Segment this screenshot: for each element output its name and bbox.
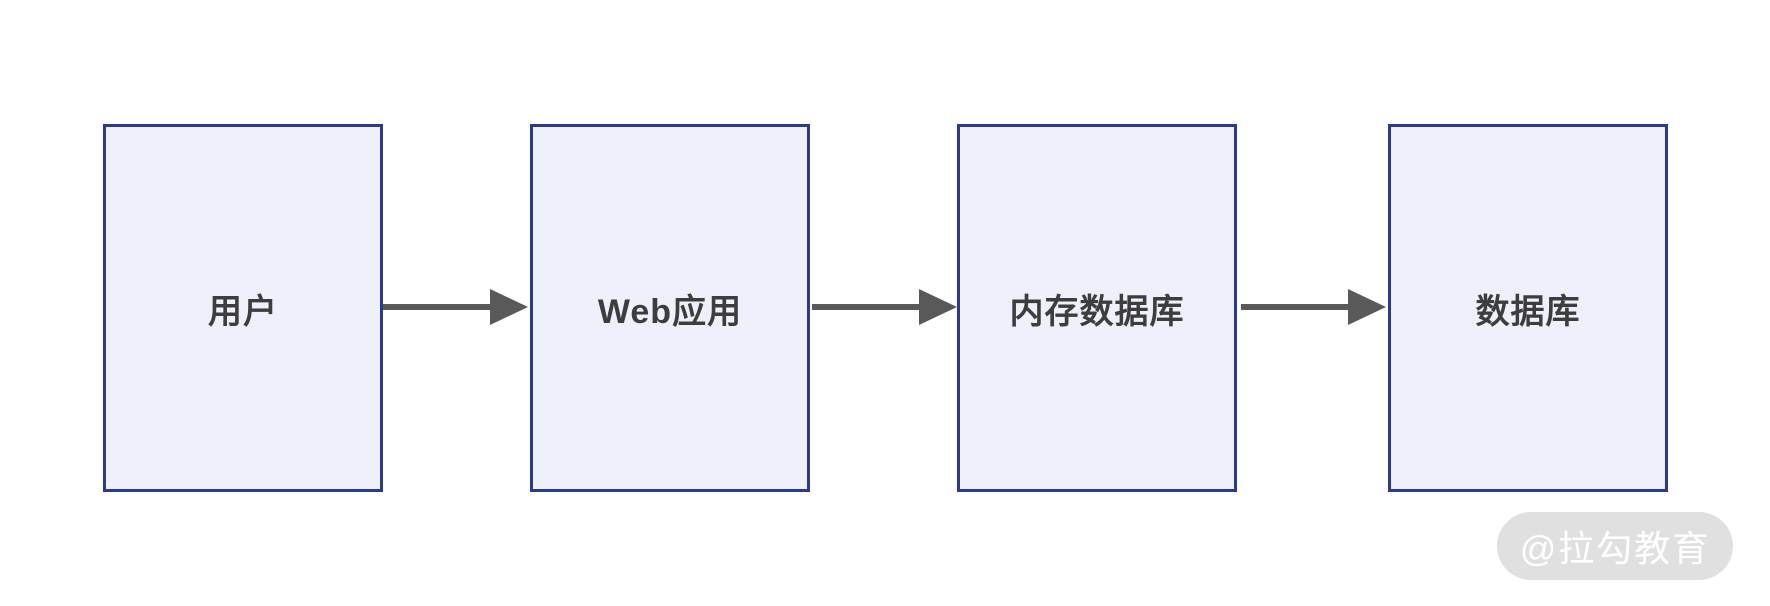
watermark-badge: @拉勾教育 (1497, 512, 1733, 580)
arrow-right-icon (919, 289, 957, 325)
node-user: 用户 (103, 124, 383, 492)
arrow-line (812, 304, 919, 310)
arrow-line (1241, 304, 1348, 310)
arrow-right-icon (490, 289, 528, 325)
node-memory-db-label: 内存数据库 (1009, 292, 1185, 331)
node-database-label: 数据库 (1475, 292, 1581, 331)
node-user-label: 用户 (208, 292, 278, 331)
arrow-user-to-webapp (383, 289, 528, 325)
arrow-right-icon (1348, 289, 1386, 325)
node-web-app: Web应用 (530, 124, 810, 492)
node-web-app-label: Web应用 (597, 292, 743, 331)
arrow-memorydb-to-database (1241, 289, 1386, 325)
node-database: 数据库 (1388, 124, 1668, 492)
arrow-line (383, 304, 490, 310)
watermark-text: @拉勾教育 (1519, 528, 1711, 569)
arrow-webapp-to-memorydb (812, 289, 957, 325)
node-memory-db: 内存数据库 (957, 124, 1237, 492)
